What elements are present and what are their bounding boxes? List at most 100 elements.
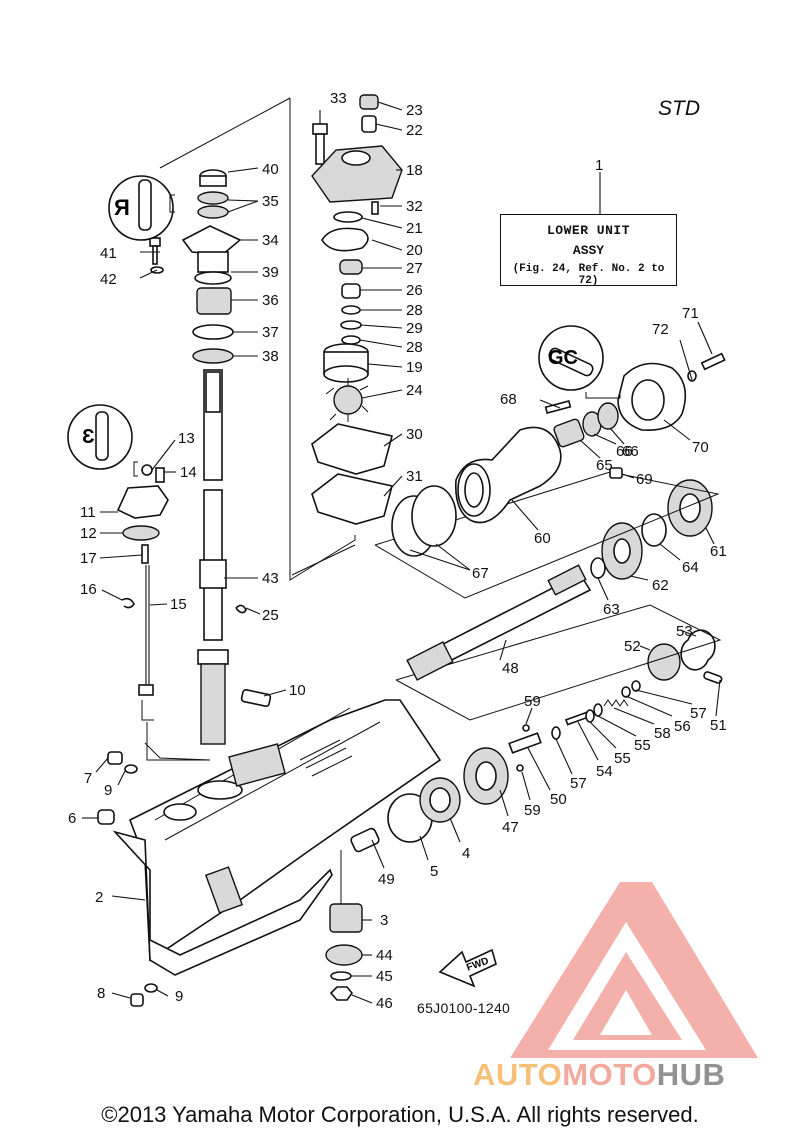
rear-gear-group: [374, 471, 720, 599]
callout-39: 39: [262, 264, 279, 281]
part-14: [155, 467, 165, 483]
callout-10: 10: [289, 682, 306, 699]
part-35a: [197, 191, 229, 205]
part-9a: [124, 764, 138, 774]
callout-70: 70: [692, 439, 709, 456]
callout-45: 45: [376, 968, 393, 985]
part-3: [329, 903, 363, 933]
callout-64: 64: [682, 559, 699, 576]
callout-72: 72: [652, 321, 669, 338]
bearing-housing-group: GC: [391, 325, 726, 557]
callout-52: 52: [624, 638, 641, 655]
callout-9b: 9: [175, 988, 183, 1005]
callout-49: 49: [378, 871, 395, 888]
callout-14: 14: [180, 464, 197, 481]
assembly-box-line1: LOWER UNIT: [546, 223, 630, 238]
fwd-arrow-icon: FWD: [438, 948, 497, 988]
callout-42: 42: [100, 271, 117, 288]
callout-18: 18: [406, 162, 423, 179]
part-64: [641, 513, 667, 547]
callout-8: 8: [97, 985, 105, 1002]
drive-shaft-group: Я: [108, 97, 356, 761]
part-55b: [593, 703, 603, 717]
part-51: [703, 671, 723, 684]
callout-7: 7: [84, 770, 92, 787]
part-20: [321, 227, 369, 252]
callout-23: 23: [406, 102, 423, 119]
part-12: [122, 525, 160, 541]
callout-13: 13: [178, 430, 195, 447]
part-66b: [597, 402, 619, 430]
callout-71: 71: [682, 305, 699, 322]
callout-66b: 66: [622, 443, 639, 460]
callout-15: 15: [170, 596, 187, 613]
callout-36: 36: [262, 292, 279, 309]
part-28a: [341, 305, 361, 315]
part-67b: [411, 485, 457, 547]
callout-51: 51: [710, 717, 727, 734]
callout-29: 29: [406, 320, 423, 337]
lower-housing: [112, 699, 442, 976]
callout-31: 31: [406, 468, 423, 485]
part-38: [192, 348, 234, 364]
part-31: [311, 473, 393, 525]
part-65: [553, 418, 585, 448]
callout-35: 35: [262, 193, 279, 210]
part-46: [329, 986, 354, 1001]
assembly-reference-box: LOWER UNIT ASSY (Fig. 24, Ref. No. 2 to …: [500, 214, 677, 287]
part-6: [97, 809, 115, 825]
callout-21: 21: [406, 220, 423, 237]
callout-1: 1: [595, 157, 603, 174]
callout-30: 30: [406, 426, 423, 443]
part-28b: [341, 335, 361, 345]
callout-58: 58: [654, 725, 671, 742]
callout-22: 22: [406, 122, 423, 139]
part-44: [325, 944, 363, 966]
callout-47: 47: [502, 819, 519, 836]
callout-50: 50: [550, 791, 567, 808]
callout-62: 62: [652, 577, 669, 594]
part-57b: [631, 680, 641, 692]
callout-57b: 57: [690, 705, 707, 722]
callout-63: 63: [603, 601, 620, 618]
callout-60: 60: [534, 530, 551, 547]
watermark-part1: AUTO: [473, 1057, 563, 1092]
callout-28a: 28: [406, 302, 423, 319]
part-54: [564, 711, 590, 726]
callout-24: 24: [406, 382, 423, 399]
callout-55a: 55: [614, 750, 631, 767]
callout-68: 68: [500, 391, 517, 408]
callout-34: 34: [262, 232, 279, 249]
part-33: [312, 123, 328, 135]
part-56: [621, 686, 631, 698]
part-49: [350, 827, 380, 853]
part-41: [149, 237, 161, 247]
part-8: [130, 993, 144, 1007]
part-59b: [516, 764, 524, 772]
callout-25: 25: [262, 607, 279, 624]
callout-9a: 9: [104, 782, 112, 799]
variant-label: STD: [658, 97, 700, 120]
part-21: [333, 211, 363, 223]
callout-69: 69: [636, 471, 653, 488]
part-24: [325, 378, 369, 422]
part-26: [341, 283, 361, 299]
callout-numbers: 1 2 3 4 5 6 7 8 9 9 10 11 12 13 14 15 16…: [68, 90, 727, 1012]
callout-53: 53: [676, 623, 693, 640]
part-58: [603, 699, 629, 707]
part-34: [181, 225, 242, 256]
part-69: [609, 467, 623, 479]
callout-6: 6: [68, 810, 76, 827]
callout-40: 40: [262, 161, 279, 178]
callout-56: 56: [674, 718, 691, 735]
part-9b: [144, 983, 158, 993]
callout-3: 3: [380, 912, 388, 929]
callout-17: 17: [80, 550, 97, 567]
part-22: [361, 115, 377, 133]
callout-65: 65: [596, 457, 613, 474]
assembly-box-line2: ASSY: [572, 243, 605, 258]
callout-38: 38: [262, 348, 279, 365]
part-57a: [551, 726, 561, 740]
part-71: [700, 352, 726, 371]
